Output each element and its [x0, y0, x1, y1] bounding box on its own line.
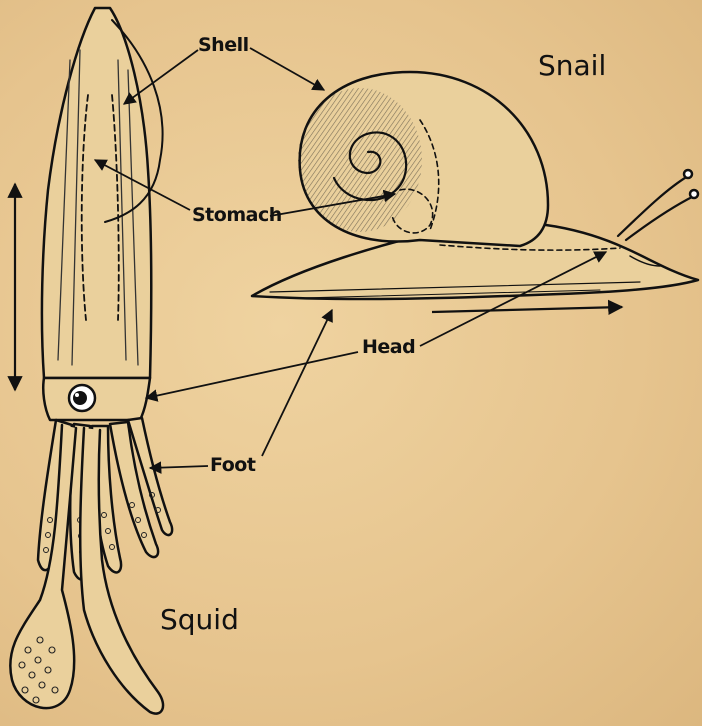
squid-mantle	[42, 8, 151, 378]
snail-motion-arrow	[432, 307, 622, 312]
label-stomach: Stomach	[192, 206, 282, 225]
label-snail: Snail	[538, 52, 606, 80]
label-head: Head	[362, 338, 415, 357]
squid-head	[43, 378, 150, 420]
label-squid: Squid	[160, 606, 239, 634]
squid-drawing	[10, 8, 172, 714]
label-foot: Foot	[210, 456, 255, 475]
snail-drawing	[252, 72, 698, 299]
label-shell: Shell	[198, 36, 249, 55]
